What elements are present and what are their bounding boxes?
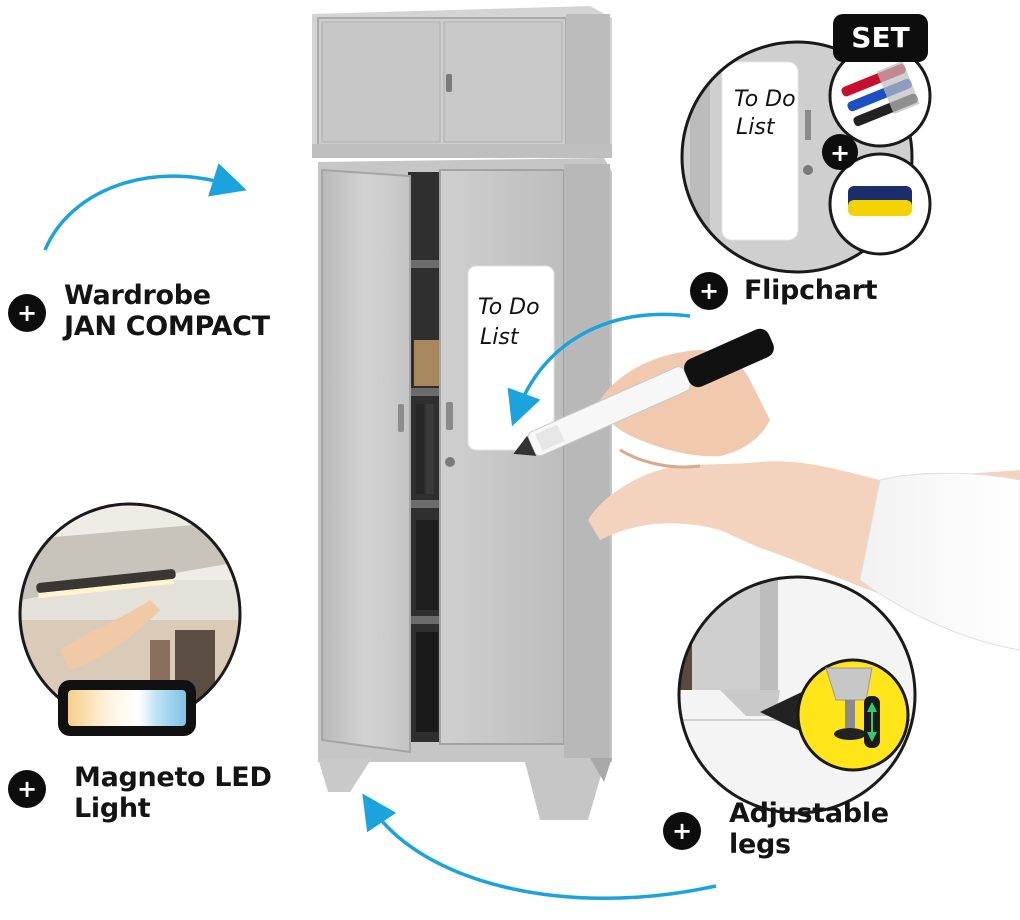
hand-with-marker (513, 328, 1020, 651)
feature-wardrobe-line1: Wardrobe (64, 280, 211, 311)
adjustable-legs-inset (677, 575, 917, 815)
arrow-to-wardrobe (43, 163, 247, 251)
feature-flipchart-line1: Flipchart (744, 275, 878, 306)
feature-legs-line2: legs (729, 829, 791, 860)
set-plus-icon: + (830, 139, 850, 167)
arrow-to-legs (362, 793, 717, 901)
flipchart-text-line1: To Do (734, 87, 796, 112)
feature-led: + Magneto LED Light (8, 762, 272, 824)
led-light-inset (18, 502, 242, 736)
whiteboard-text-line2: List (480, 325, 520, 350)
whiteboard-text-line1: To Do (478, 295, 540, 320)
plus-icon: + (8, 770, 46, 808)
feature-flipchart: + Flipchart (690, 272, 878, 310)
arrow-to-flipchart (507, 312, 691, 427)
feature-led-line1: Magneto LED (74, 762, 272, 793)
whiteboard-sheet: To Do List (467, 265, 555, 451)
feature-legs-line1: Adjustable (729, 798, 889, 829)
feature-flipchart-label: Flipchart (744, 275, 878, 306)
top-cabinet (312, 6, 612, 158)
wardrobe-cabinet (318, 158, 612, 820)
feature-wardrobe: + Wardrobe JAN COMPACT (8, 280, 270, 342)
feature-led-line2: Light (74, 793, 151, 824)
plus-icon: + (690, 272, 728, 310)
plus-icon: + (8, 294, 46, 332)
set-badge: SET (833, 14, 928, 62)
flipchart-text-line2: List (736, 115, 776, 140)
feature-legs: + Adjustable legs (663, 798, 889, 860)
flipchart-inset: To Do List + (680, 40, 932, 274)
feature-legs-label: Adjustable legs (729, 798, 889, 860)
feature-wardrobe-line2: JAN COMPACT (64, 311, 270, 342)
plus-icon: + (663, 812, 701, 850)
feature-wardrobe-label: Wardrobe JAN COMPACT (64, 280, 270, 342)
feature-led-label: Magneto LED Light (74, 762, 272, 824)
